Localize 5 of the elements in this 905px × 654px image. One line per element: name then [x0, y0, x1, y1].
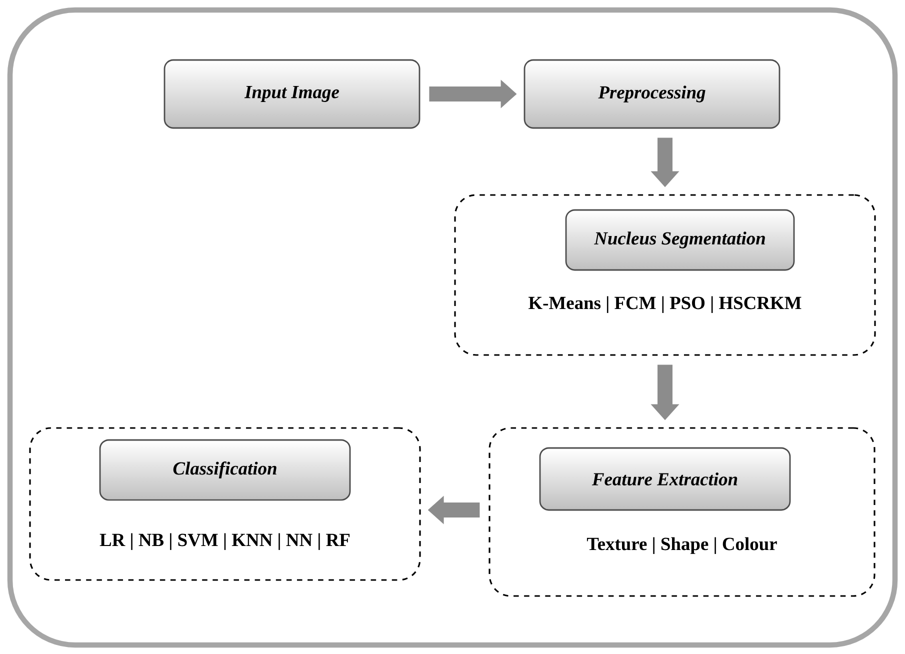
- process-box: Classification: [99, 439, 351, 501]
- process-box: Input Image: [164, 59, 420, 129]
- process-box: Preprocessing: [524, 59, 780, 129]
- process-box: Nucleus Segmentation: [565, 209, 795, 271]
- process-box: Feature Extraction: [539, 447, 791, 511]
